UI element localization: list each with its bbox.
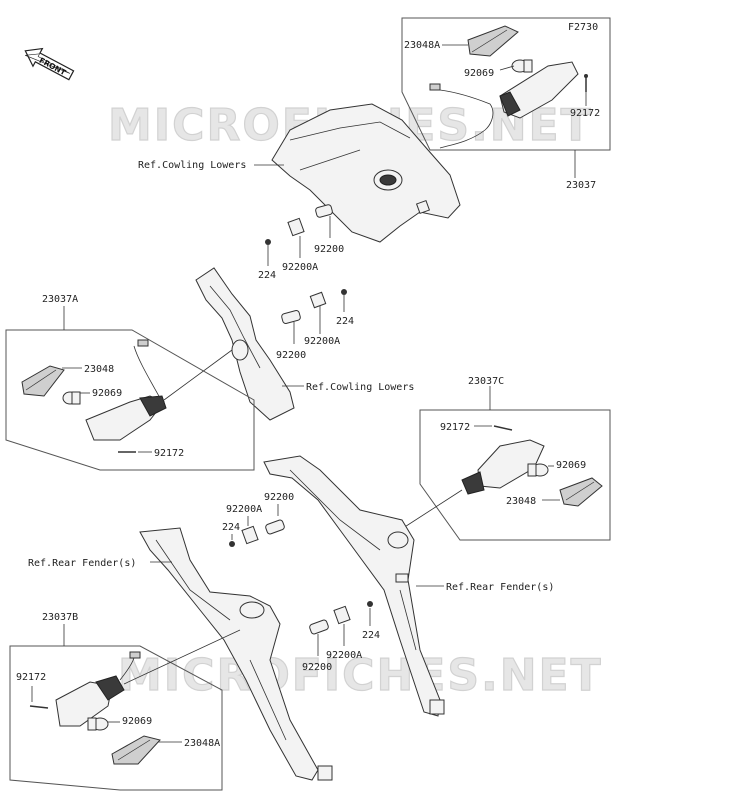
label-92172-b: 92172 [16,672,46,683]
label-ref-cowling-1: Ref.Cowling Lowers [138,160,246,171]
fastener-92200a-2 [309,291,327,309]
label-ref-cowling-2: Ref.Cowling Lowers [306,382,414,393]
fastener-92200a-4 [333,605,351,625]
lens-23048-c [559,477,603,507]
bulb-92069-top [511,59,533,73]
housing-23037 [429,61,579,149]
diagram-code: F2730 [568,22,598,33]
fastener-92200a-1 [287,217,305,237]
housing-23037b [55,651,141,727]
label-23037: 23037 [566,180,596,191]
label-23048a-b: 23048A [184,738,220,749]
screw-92172-top [584,74,588,92]
label-ref-rear-2: Ref.Rear Fender(s) [446,582,554,593]
screw-92172-b [29,705,49,709]
cowling-lower-top [271,103,461,243]
label-92200-3: 92200 [264,492,294,503]
label-92200-4: 92200 [302,662,332,673]
label-92069-a: 92069 [92,388,122,399]
fastener-92200-3 [265,519,285,535]
screw-224-4 [367,601,373,607]
label-92172-c: 92172 [440,422,470,433]
label-23037a: 23037A [42,294,78,305]
fastener-92200-1 [315,204,333,218]
bulb-92069-c [527,463,549,477]
label-92200-2: 92200 [276,350,306,361]
screw-224-2 [341,289,347,295]
box-23037a [5,329,255,471]
front-arrow-icon: FRONT [24,47,75,81]
housing-23037c [461,439,545,495]
screw-224-3 [229,541,235,547]
housing-23037a [85,339,167,441]
label-224-3: 224 [222,522,240,533]
box-23037c [419,409,611,541]
label-23037c: 23037C [468,376,504,387]
lens-23048a-b [111,735,161,765]
bulb-92069-b [87,717,109,731]
lens-23048-a [21,365,65,397]
label-92200a-3: 92200A [226,504,262,515]
label-92069-b: 92069 [122,716,152,727]
fastener-92200a-3 [241,525,259,545]
cowling-lower-mid [195,267,295,421]
label-92069-c: 92069 [556,460,586,471]
screw-92172-c [493,425,513,431]
label-ref-rear-1: Ref.Rear Fender(s) [28,558,136,569]
label-23037b: 23037B [42,612,78,623]
label-92200a-2: 92200A [304,336,340,347]
watermark-bottom: MICROFICHES.NET [118,650,603,701]
rear-fender-bracket-right [263,455,445,717]
rear-fender-bracket-left [139,527,333,781]
label-224-1: 224 [258,270,276,281]
label-23048a-top: 23048A [404,40,440,51]
label-92200-1: 92200 [314,244,344,255]
label-92200a-1: 92200A [282,262,318,273]
label-92069-top: 92069 [464,68,494,79]
box-23037 [401,17,611,151]
label-92172-a: 92172 [154,448,184,459]
screw-224-1 [265,239,271,245]
fastener-92200-4 [309,619,329,635]
label-224-4: 224 [362,630,380,641]
label-224-2: 224 [336,316,354,327]
label-23048-a: 23048 [84,364,114,375]
fastener-92200-2 [281,310,301,324]
bulb-92069-a [62,391,81,405]
lens-23048a-top [467,25,519,57]
front-label: FRONT [38,56,68,78]
label-92172-top: 92172 [570,108,600,119]
label-92200a-4: 92200A [326,650,362,661]
box-23037b [9,645,223,791]
label-23048-c: 23048 [506,496,536,507]
